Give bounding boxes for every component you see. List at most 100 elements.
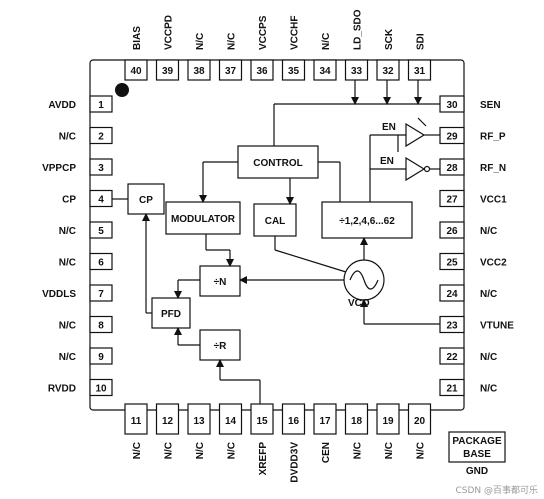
pin-label: DVDD3V bbox=[290, 442, 301, 483]
pin-label: N/C bbox=[59, 226, 76, 237]
pin-number: 22 bbox=[446, 352, 458, 363]
vco-label: VCO bbox=[348, 298, 370, 309]
pin-number: 39 bbox=[162, 66, 174, 77]
pin-label: N/C bbox=[59, 258, 76, 269]
pin-number: 34 bbox=[319, 66, 331, 77]
pin-label: AVDD bbox=[48, 100, 76, 111]
pin-label: N/C bbox=[195, 442, 206, 459]
pin-number: 31 bbox=[414, 66, 426, 77]
package-base-box: PACKAGE BASE GND bbox=[448, 431, 506, 477]
pin-label: BIAS bbox=[132, 26, 143, 50]
en-top-label: EN bbox=[382, 122, 396, 133]
pin-label: XREFP bbox=[258, 442, 269, 476]
pin-4: 4 CP bbox=[62, 189, 113, 208]
left-pins: 1AVDD2N/C3VPPCP4CP5N/C6N/C7VDDLS8N/C9N/C… bbox=[42, 95, 113, 397]
pin-37: 37N/C bbox=[218, 33, 243, 81]
pin-label: N/C bbox=[416, 442, 427, 459]
pin-19: 19N/C bbox=[376, 403, 400, 459]
pin-number: 23 bbox=[446, 321, 458, 332]
pin-number: 27 bbox=[446, 195, 458, 206]
package-gnd-label: GND bbox=[466, 466, 488, 477]
pin-number: 15 bbox=[256, 416, 268, 427]
pin-number: 10 bbox=[95, 384, 107, 395]
pin-27: 27 VCC1 bbox=[439, 189, 507, 208]
pin-number: 36 bbox=[256, 66, 268, 77]
package-label-line1: PACKAGE bbox=[452, 436, 502, 447]
pin-label: N/C bbox=[59, 132, 76, 143]
pin-36: 36 VCCPS bbox=[250, 15, 274, 81]
pin-label: VCC1 bbox=[480, 195, 507, 206]
pin-6: 6 N/C bbox=[59, 252, 113, 271]
pin-label: VDDLS bbox=[42, 289, 76, 300]
pin-label: N/C bbox=[227, 442, 238, 459]
pin-number: 12 bbox=[162, 416, 174, 427]
control-label: CONTROL bbox=[253, 158, 302, 169]
pin-label: N/C bbox=[480, 352, 497, 363]
package-label-line2: BASE bbox=[463, 449, 491, 460]
pin-number: 3 bbox=[98, 163, 104, 174]
pin-label: N/C bbox=[164, 442, 175, 459]
pin-label: N/C bbox=[59, 321, 76, 332]
r-divider-label: ÷R bbox=[214, 341, 227, 352]
pin-number: 8 bbox=[98, 321, 104, 332]
pin-12: 12N/C bbox=[155, 403, 180, 459]
pin-number: 26 bbox=[446, 226, 458, 237]
pin-number: 33 bbox=[351, 66, 363, 77]
cal-label: CAL bbox=[265, 216, 286, 227]
pin-13: 13N/C bbox=[187, 403, 211, 459]
pin-18: 18N/C bbox=[344, 403, 369, 459]
n-divider-block: ÷N bbox=[199, 265, 241, 297]
pin-9: 9N/C bbox=[59, 347, 113, 365]
pin-23: 23 VTUNE bbox=[439, 315, 514, 334]
pin-number: 13 bbox=[193, 416, 205, 427]
pin-number: 21 bbox=[446, 384, 458, 395]
pin-label: RF_N bbox=[480, 163, 506, 174]
pin-7: 7 VDDLS bbox=[42, 284, 113, 302]
pin-label: N/C bbox=[227, 33, 238, 50]
pin-label: N/C bbox=[480, 289, 497, 300]
pin-number: 24 bbox=[446, 289, 458, 300]
pin-2: 2N/C bbox=[59, 126, 113, 145]
pin-number: 32 bbox=[382, 66, 394, 77]
pin-number: 6 bbox=[98, 258, 104, 269]
pin-number: 9 bbox=[98, 352, 104, 363]
pin-number: 35 bbox=[288, 66, 300, 77]
pin-number: 40 bbox=[130, 66, 142, 77]
pin1-marker-dot bbox=[115, 83, 129, 97]
pin-number: 29 bbox=[446, 132, 458, 143]
pin-22: 22 N/C bbox=[439, 347, 497, 365]
pin-number: 1 bbox=[98, 100, 104, 111]
pin-label: CP bbox=[62, 195, 76, 206]
pin-38: 38N/C bbox=[187, 33, 211, 81]
modulator-block: MODULATOR bbox=[165, 201, 241, 235]
pin-label: VCCPS bbox=[258, 15, 269, 50]
r-divider-block: ÷R bbox=[199, 329, 241, 361]
pin-number: 28 bbox=[446, 163, 458, 174]
pin-number: 38 bbox=[193, 66, 205, 77]
pin-label: VTUNE bbox=[480, 321, 514, 332]
cal-block: CAL bbox=[253, 203, 297, 237]
pin-8: 8 N/C bbox=[59, 315, 113, 334]
watermark: CSDN @百事都可乐 bbox=[455, 484, 538, 496]
pin-number: 4 bbox=[98, 195, 104, 206]
pin-number: 5 bbox=[98, 226, 104, 237]
pin-number: 16 bbox=[288, 416, 300, 427]
signal-wires bbox=[112, 80, 440, 404]
charge-pump-label: CP bbox=[139, 195, 153, 206]
pin-24: 24 N/C bbox=[439, 284, 497, 302]
pin-number: 7 bbox=[98, 289, 104, 300]
pin-1: 1 AVDD bbox=[48, 95, 113, 113]
